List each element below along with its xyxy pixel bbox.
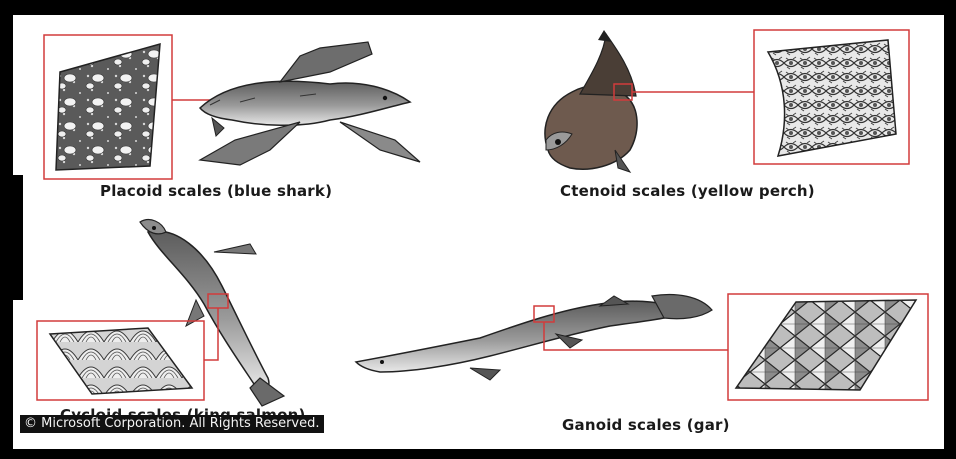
caption-ganoid: Ganoid scales (gar) xyxy=(562,416,730,434)
caption-ctenoid: Ctenoid scales (yellow perch) xyxy=(560,182,815,200)
copyright-notice: © Microsoft Corporation. All Rights Rese… xyxy=(20,415,324,433)
caption-placoid: Placoid scales (blue shark) xyxy=(100,182,332,200)
